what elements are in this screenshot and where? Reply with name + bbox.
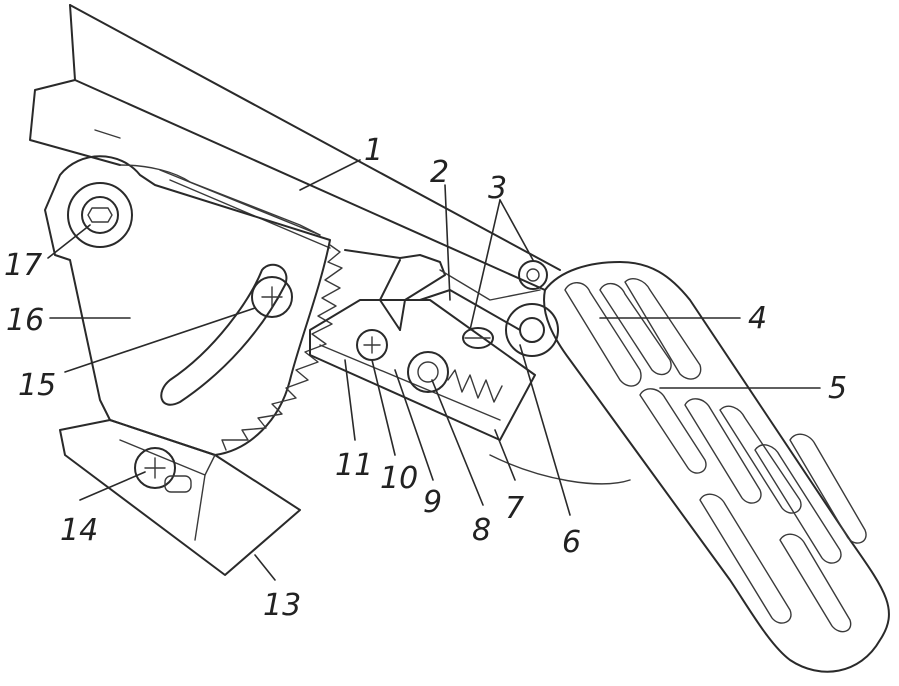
mounting-plate xyxy=(59,419,301,576)
pedal-pad xyxy=(505,261,890,673)
cable xyxy=(119,164,631,485)
label-8: 8 xyxy=(472,513,491,548)
floor-rail xyxy=(29,4,561,291)
label-16: 16 xyxy=(6,303,44,338)
sector-plate xyxy=(44,155,331,456)
label-3: 3 xyxy=(488,171,507,206)
label-17: 17 xyxy=(4,248,42,283)
label-11: 11 xyxy=(335,448,373,483)
label-4: 4 xyxy=(748,301,767,336)
label-6: 6 xyxy=(562,525,581,560)
label-1: 1 xyxy=(364,133,383,168)
sector-teeth xyxy=(221,244,343,451)
label-15: 15 xyxy=(18,368,56,403)
label-10: 10 xyxy=(380,461,418,496)
label-5: 5 xyxy=(828,371,847,406)
reference-numerals: 1 2 3 4 5 6 7 8 9 10 11 13 14 15 16 17 xyxy=(4,133,847,623)
label-9: 9 xyxy=(423,485,442,520)
leader-lines xyxy=(47,159,821,581)
label-14: 14 xyxy=(60,513,98,548)
label-13: 13 xyxy=(263,588,301,623)
label-2: 2 xyxy=(430,155,449,190)
label-7: 7 xyxy=(505,491,524,526)
